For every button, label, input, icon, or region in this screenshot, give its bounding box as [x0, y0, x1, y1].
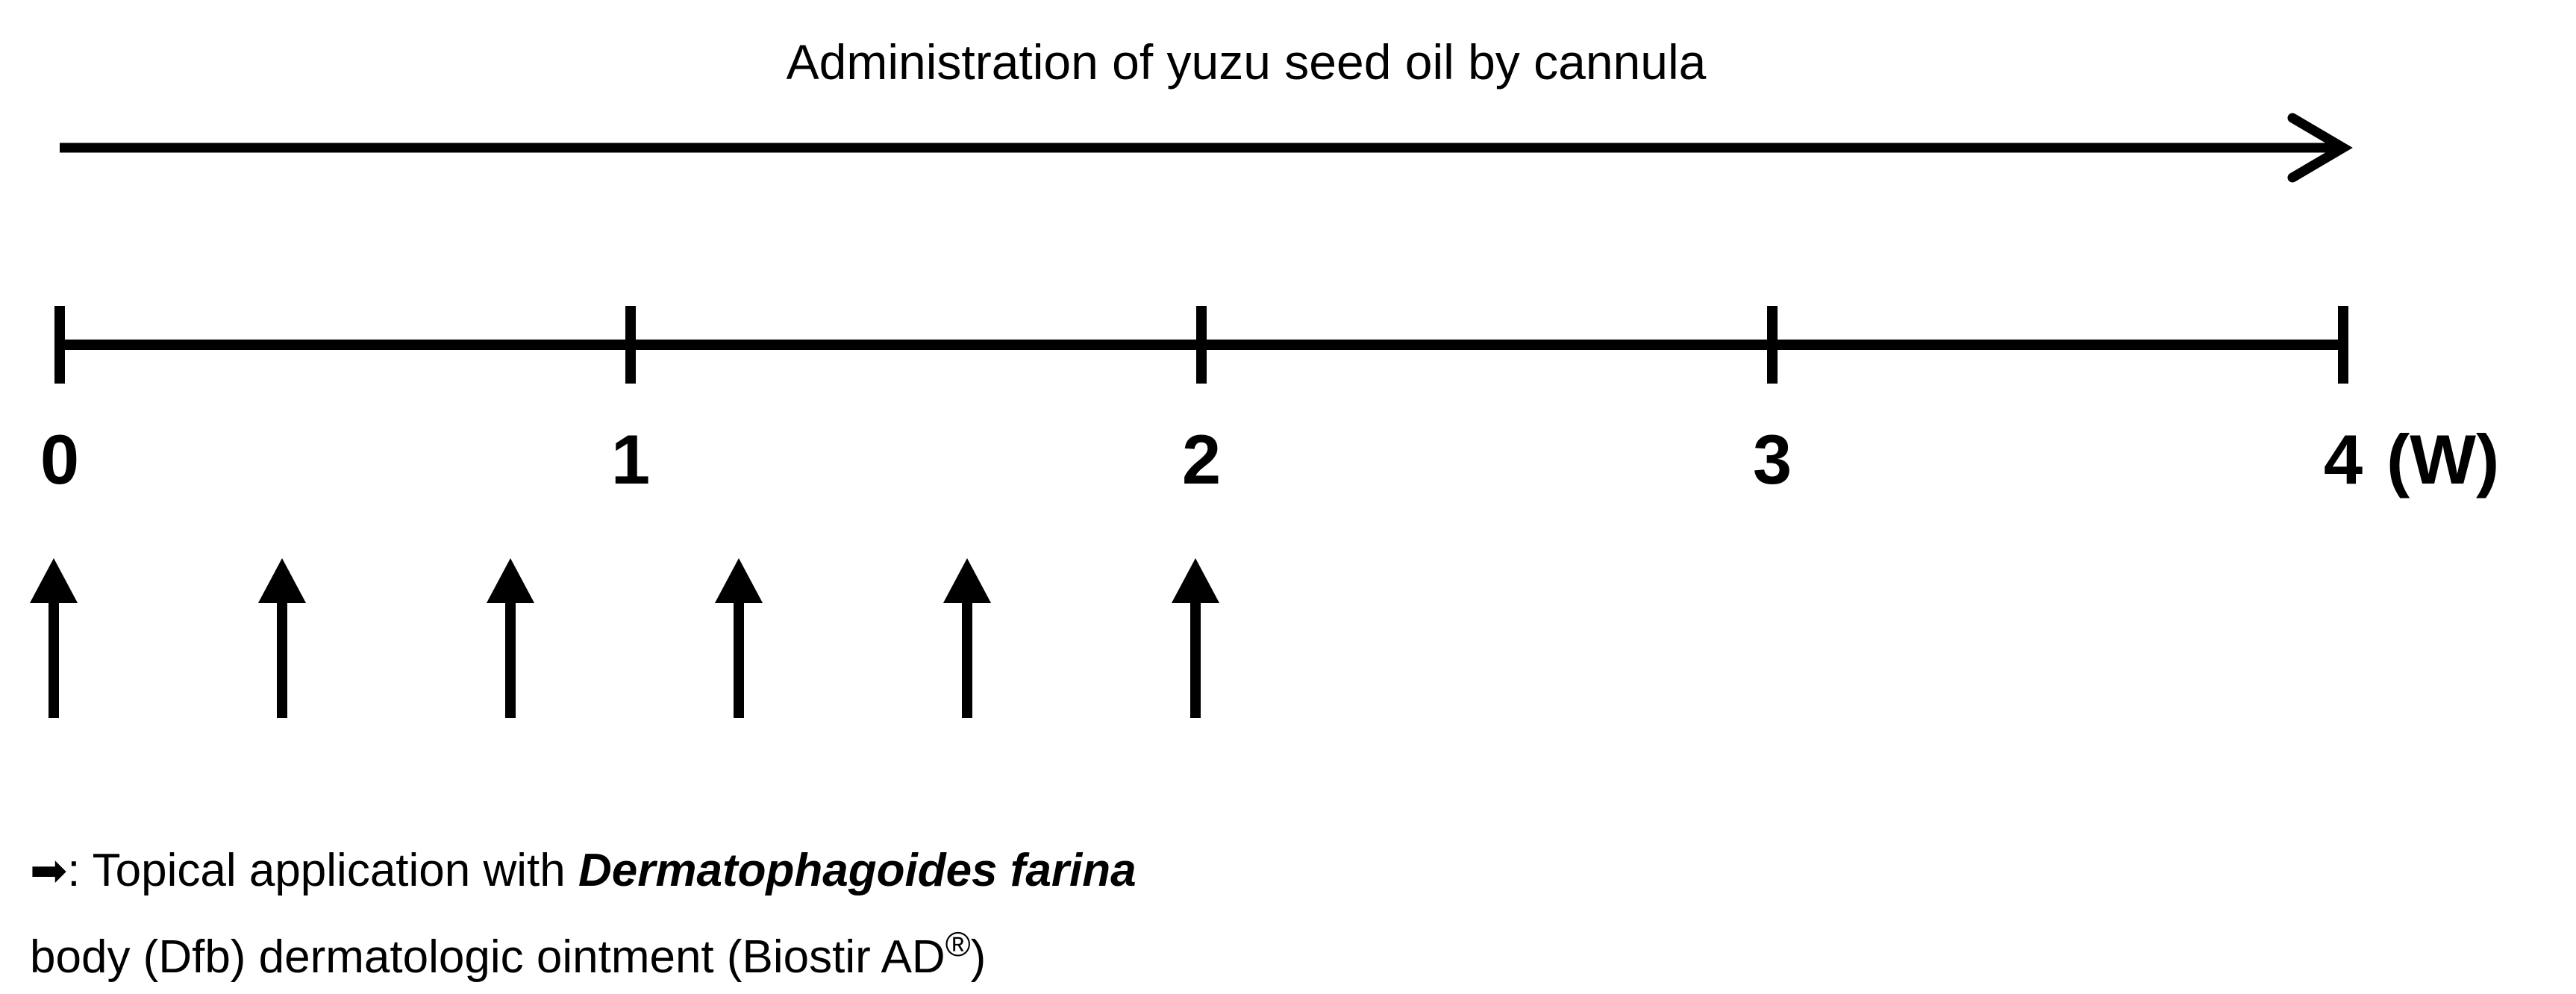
application-arrow-shaft [49, 600, 59, 718]
legend-species: Dermatophagoides farina [578, 845, 1137, 896]
legend-line2-main: body (Dfb) dermatologic ointment (Biosti… [30, 931, 945, 983]
application-arrow-head [487, 558, 534, 603]
timeline-axis [54, 306, 2348, 384]
application-arrow-head [258, 558, 306, 603]
application-arrow-shaft [505, 600, 516, 718]
application-arrow-head [715, 558, 763, 603]
week-label-2: 2 [1182, 420, 1221, 498]
registered-mark: ® [945, 925, 971, 963]
arrow-marker-icon: ➡ [30, 845, 68, 895]
legend-line-1: ➡: Topical application with Dermatophago… [30, 834, 1137, 907]
application-arrow [30, 558, 78, 718]
legend: ➡: Topical application with Dermatophago… [30, 834, 1137, 994]
application-arrow [715, 558, 763, 718]
application-arrow [943, 558, 991, 718]
application-arrow [487, 558, 534, 718]
application-arrow-head [30, 558, 78, 603]
legend-line-2: body (Dfb) dermatologic ointment (Biosti… [30, 907, 1137, 994]
week-label-3: 3 [1753, 420, 1792, 498]
week-label-0: 0 [40, 420, 79, 498]
application-arrow-shaft [962, 600, 972, 718]
week-labels: 0 1 2 3 4 [40, 420, 2363, 498]
administration-arrow [60, 113, 2353, 183]
legend-prefix: : Topical application with [67, 845, 578, 896]
application-arrows [30, 558, 1219, 718]
application-arrow-head [1172, 558, 1219, 603]
application-arrow-shaft [277, 600, 287, 718]
diagram-title: Administration of yuzu seed oil by cannu… [787, 34, 1707, 90]
application-arrow [258, 558, 306, 718]
week-unit-label: (W) [2386, 420, 2499, 498]
legend-line2-end: ) [970, 931, 987, 983]
week-label-1: 1 [611, 420, 650, 498]
application-arrow-head [943, 558, 991, 603]
application-arrow [1172, 558, 1219, 718]
application-arrow-shaft [734, 600, 744, 718]
administration-arrow-head [2287, 113, 2353, 183]
week-label-4: 4 [2324, 420, 2363, 498]
application-arrow-shaft [1190, 600, 1201, 718]
